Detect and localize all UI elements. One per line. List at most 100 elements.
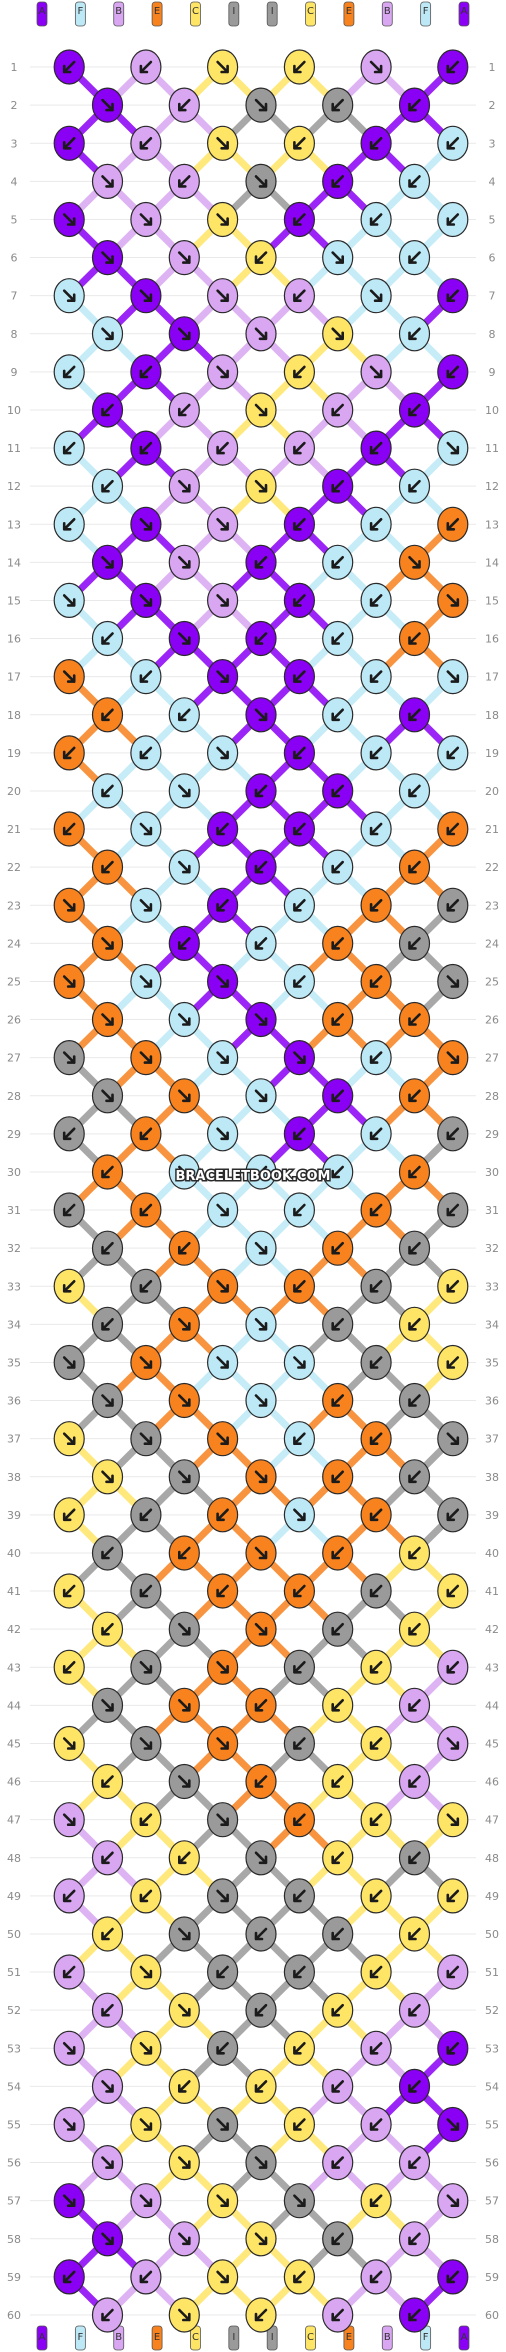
knot-arrow-icon bbox=[101, 1699, 114, 1712]
row-number-right: 49 bbox=[485, 1890, 499, 1903]
knot-arrow-icon bbox=[254, 632, 268, 645]
knot-arrow-icon bbox=[178, 632, 191, 645]
knot-arrow-icon bbox=[139, 1280, 153, 1293]
string-top-label: I bbox=[271, 6, 274, 17]
knot bbox=[245, 1001, 277, 1038]
knot-arrow-icon bbox=[369, 1584, 383, 1598]
knot-arrow-icon bbox=[216, 822, 229, 836]
knot bbox=[91, 1459, 124, 1495]
knot-arrow-icon bbox=[446, 213, 460, 226]
row-number-left: 11 bbox=[7, 442, 21, 455]
knot bbox=[245, 1687, 277, 1723]
knot-arrow-icon bbox=[139, 2118, 153, 2131]
row-number-left: 4 bbox=[11, 175, 18, 188]
knot-arrow-icon bbox=[216, 1127, 229, 1141]
knot bbox=[283, 1649, 315, 1685]
knot-arrow-icon bbox=[178, 1546, 191, 1560]
knot bbox=[283, 201, 315, 238]
knot-arrow-icon bbox=[101, 1318, 114, 1331]
string-top-label: F bbox=[77, 6, 83, 17]
row-number-right: 33 bbox=[485, 1280, 499, 1293]
knot bbox=[360, 1725, 392, 1762]
row-number-left: 53 bbox=[7, 2042, 21, 2055]
knot-arrow-icon bbox=[139, 1203, 153, 1217]
knot-arrow-icon bbox=[408, 632, 421, 645]
knot bbox=[437, 49, 469, 85]
knot-arrow-icon bbox=[369, 2042, 383, 2055]
row-number-right: 16 bbox=[485, 633, 499, 646]
row-number-right: 28 bbox=[485, 1090, 499, 1103]
row-number-right: 8 bbox=[489, 328, 496, 341]
knot bbox=[168, 1916, 200, 1952]
knot-arrow-icon bbox=[216, 1889, 229, 1903]
knot bbox=[398, 2145, 431, 2181]
knot bbox=[130, 1192, 162, 1228]
knot bbox=[322, 849, 354, 885]
row-number-left: 39 bbox=[7, 1509, 21, 1522]
row-number-right: 54 bbox=[485, 2080, 499, 2093]
knot bbox=[245, 1611, 277, 1647]
knot-arrow-icon bbox=[139, 1813, 153, 1826]
knot-arrow-icon bbox=[446, 1584, 460, 1598]
knot-arrow-icon bbox=[369, 975, 383, 988]
knot-arrow-icon bbox=[331, 1013, 345, 1026]
knot-arrow-icon bbox=[216, 1965, 229, 1979]
knot-arrow-icon bbox=[254, 860, 268, 874]
knot-arrow-icon bbox=[254, 479, 268, 493]
knot bbox=[360, 1344, 392, 1381]
row-number-right: 20 bbox=[485, 785, 499, 798]
knot-arrow-icon bbox=[446, 1737, 460, 1750]
knot bbox=[245, 392, 277, 428]
knot-arrow-icon bbox=[408, 708, 421, 722]
knot bbox=[168, 240, 200, 276]
knot-arrow-icon bbox=[446, 1889, 460, 1903]
knot-arrow-icon bbox=[331, 1318, 345, 1331]
knot-arrow-icon bbox=[101, 632, 114, 645]
row-number-right: 38 bbox=[485, 1471, 499, 1484]
knot bbox=[360, 1573, 392, 1609]
string-top-label: A bbox=[461, 6, 468, 17]
knot bbox=[245, 1840, 277, 1876]
row-number-left: 55 bbox=[7, 2118, 21, 2131]
knot bbox=[207, 1116, 239, 1152]
string-top-label: A bbox=[39, 6, 46, 17]
row-number-left: 59 bbox=[7, 2271, 21, 2284]
knot-arrow-icon bbox=[446, 1203, 460, 1217]
knot-arrow-icon bbox=[446, 2042, 460, 2055]
knot bbox=[91, 468, 124, 504]
knot bbox=[168, 1078, 200, 1114]
knot-arrow-icon bbox=[446, 289, 460, 303]
knot bbox=[398, 849, 431, 885]
knot bbox=[398, 1078, 431, 1114]
string-bottom-label: B bbox=[384, 2332, 391, 2343]
knot-arrow-icon bbox=[446, 1127, 460, 1141]
row-number-right: 22 bbox=[485, 861, 499, 874]
row-number-left: 38 bbox=[7, 1471, 21, 1484]
knot-arrow-icon bbox=[408, 1013, 421, 1026]
knot bbox=[130, 735, 162, 771]
string-bottom-label: C bbox=[192, 2332, 199, 2343]
knot bbox=[437, 1649, 469, 1685]
knot bbox=[207, 1878, 239, 1914]
knot bbox=[53, 49, 85, 85]
string-top-label: E bbox=[154, 6, 160, 17]
knot bbox=[437, 658, 469, 695]
knot-arrow-icon bbox=[369, 213, 383, 226]
knot-arrow-icon bbox=[62, 1280, 76, 1293]
row-number-left: 13 bbox=[7, 518, 21, 531]
knot-arrow-icon bbox=[254, 1165, 268, 1179]
knot bbox=[245, 1154, 277, 1190]
knot-arrow-icon bbox=[216, 975, 229, 988]
string-top-tab bbox=[343, 1, 355, 27]
knot bbox=[398, 1154, 431, 1190]
knot-arrow-icon bbox=[408, 1241, 421, 1255]
row-number-right: 7 bbox=[489, 290, 496, 303]
knot-arrow-icon bbox=[331, 2156, 345, 2169]
knot-arrow-icon bbox=[369, 2194, 383, 2207]
row-number-left: 25 bbox=[7, 975, 21, 988]
knot-arrow-icon bbox=[254, 1699, 268, 1712]
knot-arrow-icon bbox=[446, 137, 460, 150]
knot-arrow-icon bbox=[139, 1356, 153, 1369]
knot bbox=[322, 620, 354, 657]
knot bbox=[130, 1954, 162, 1990]
